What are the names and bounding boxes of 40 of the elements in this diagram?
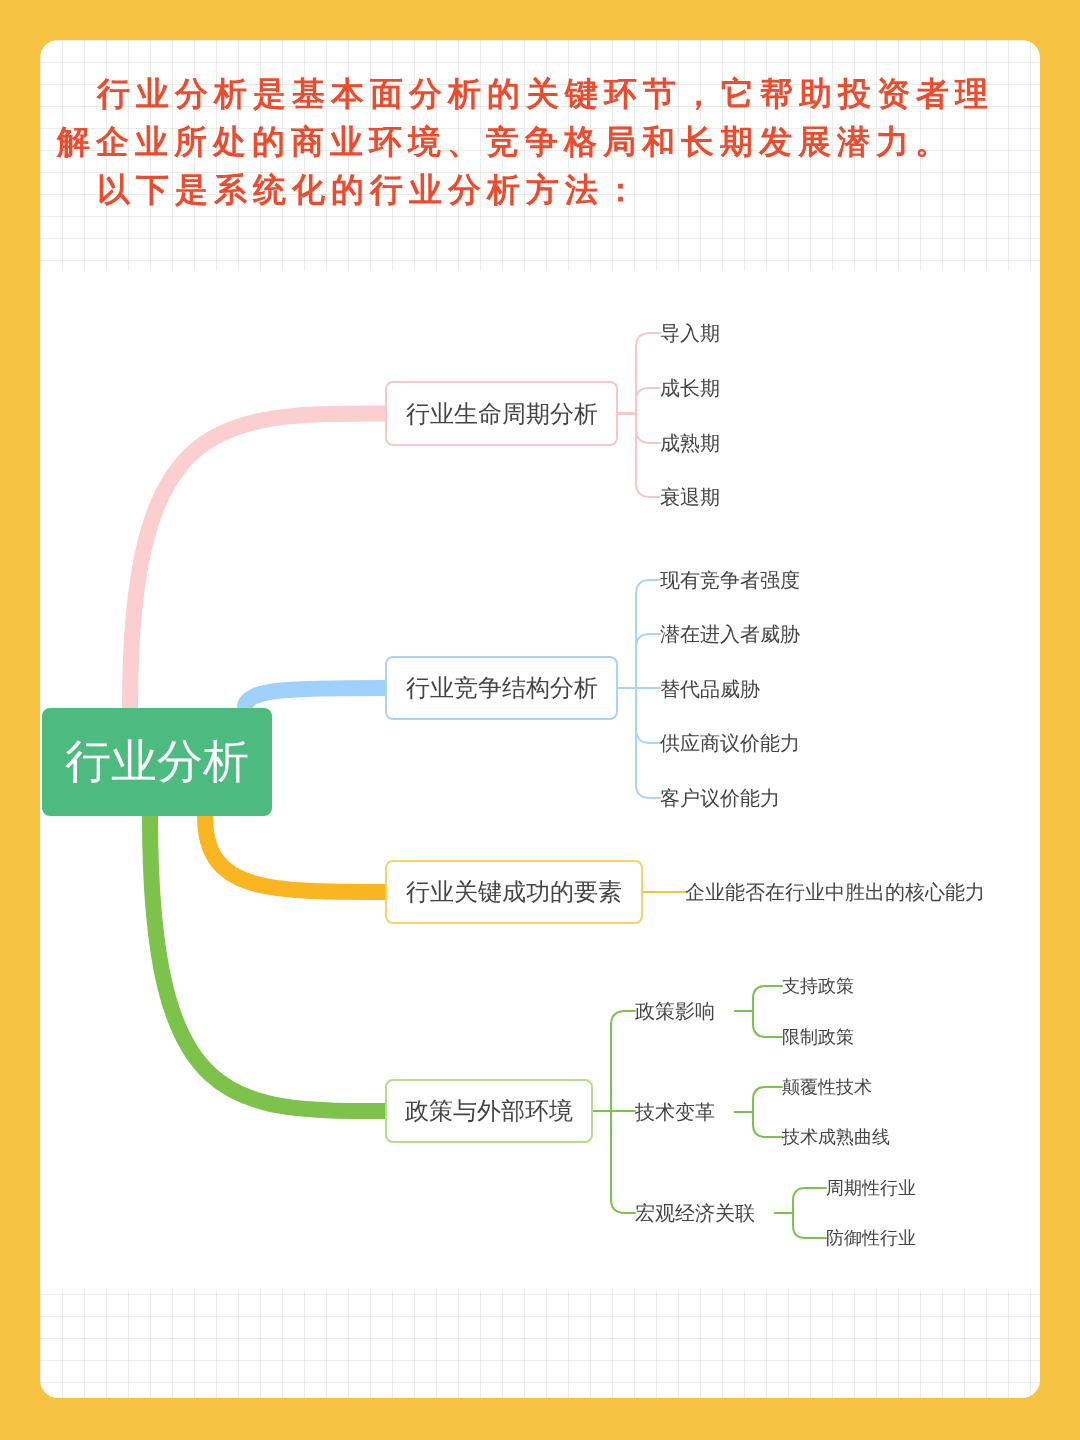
connector-line: [592, 1110, 636, 1214]
node-text: 现有竞争者强度: [660, 566, 800, 594]
node-text: 行业竞争结构分析: [405, 673, 598, 704]
node-text: 客户议价能力: [660, 784, 780, 812]
node-text: 潜在进入者威胁: [660, 620, 800, 648]
branch-connector: [142, 815, 386, 1119]
node-text: 技术变革: [635, 1098, 715, 1126]
node-text: 行业生命周期分析: [405, 398, 598, 430]
branch-connector: [122, 405, 386, 709]
node-text: 周期性行业: [826, 1176, 916, 1200]
intro-text: 以下是系统化的行业分析方法：: [97, 169, 643, 211]
node-text: 行业分析: [65, 733, 249, 790]
node-text: 政策影响: [635, 997, 715, 1025]
node-text: 成熟期: [660, 429, 720, 457]
node-text: 供应商议价能力: [660, 729, 800, 757]
node-text: 企业能否在行业中胜出的核心能力: [685, 878, 985, 906]
topic-box: [385, 656, 618, 720]
node-text: 导入期: [660, 319, 720, 347]
connector-line: [734, 1010, 783, 1038]
node-text: 限制政策: [782, 1025, 854, 1049]
node-text: 政策与外部环境: [405, 1096, 573, 1127]
intro-text: 行业分析是基本面分析的关键环节，它帮助投资者理解企业所处的商业环境、竞争格局和长期发展潜力。: [57, 73, 995, 163]
node-text: 防御性行业: [826, 1226, 916, 1250]
connector-line: [617, 687, 661, 799]
connector-line: [642, 891, 686, 893]
connector-line: [734, 1111, 783, 1138]
topic-box: [385, 1079, 593, 1143]
connector-line: [617, 412, 661, 498]
node-text: 技术成熟曲线: [782, 1125, 890, 1149]
node-text: 衰退期: [660, 483, 720, 511]
node-text: 宏观经济关联: [635, 1199, 755, 1227]
topic-box: [385, 381, 618, 446]
node-text: 支持政策: [782, 974, 854, 998]
node-text: 行业关键成功的要素: [406, 877, 622, 908]
connector-line: [774, 1212, 827, 1239]
node-text: 颠覆性技术: [782, 1075, 872, 1099]
topic-box: [385, 860, 643, 924]
node-text: 成长期: [660, 374, 720, 402]
root-topic-box: [42, 708, 272, 816]
node-text: 替代品威胁: [660, 675, 760, 703]
